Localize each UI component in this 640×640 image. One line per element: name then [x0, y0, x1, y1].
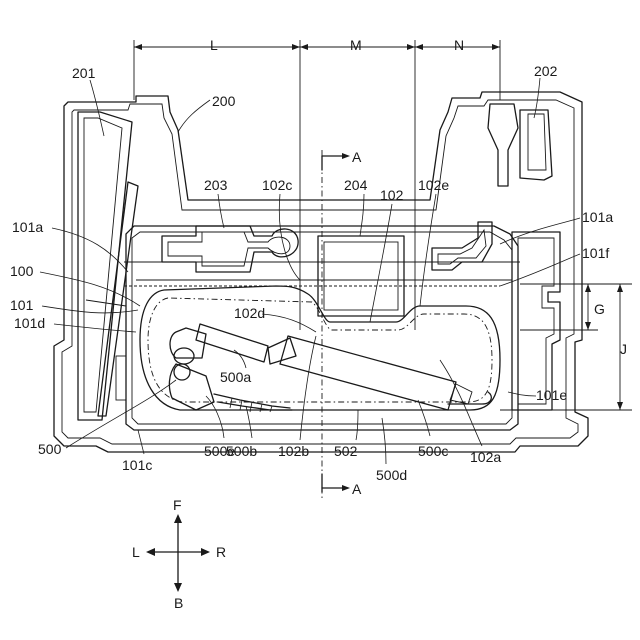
part-201 [78, 112, 138, 420]
label-compass-left: L [132, 544, 140, 560]
recess-203 [162, 226, 298, 272]
label-102c: 102c [262, 177, 292, 193]
label-101c: 101c [122, 457, 152, 473]
label-101a-left: 101a [12, 219, 43, 235]
label-102b: 102b [278, 443, 309, 459]
direction-compass [146, 514, 210, 592]
label-compass-back: B [174, 595, 183, 611]
label-101: 101 [10, 297, 34, 313]
label-502: 502 [334, 443, 358, 459]
compressor-500 [169, 324, 491, 412]
label-section-a-bottom: A [352, 481, 362, 497]
part-202 [488, 104, 560, 410]
label-compass-right: R [216, 544, 226, 560]
label-204: 204 [344, 177, 368, 193]
label-102a: 102a [470, 449, 501, 465]
label-102d: 102d [234, 305, 265, 321]
label-101e: 101e [536, 387, 567, 403]
label-compass-front: F [173, 497, 182, 513]
label-102e: 102e [418, 177, 449, 193]
label-100: 100 [10, 263, 34, 279]
label-102: 102 [380, 187, 404, 203]
label-500c: 500c [418, 443, 448, 459]
label-dim-j: J [620, 341, 627, 357]
reference-labels: L M N 201 200 202 A 203 102c 204 102 102… [10, 37, 627, 611]
holder-102 [140, 286, 500, 410]
label-500b: 500b [226, 443, 257, 459]
label-202: 202 [534, 63, 558, 79]
label-101a-right: 101a [582, 209, 613, 225]
recess-204 [318, 236, 404, 316]
label-201: 201 [72, 65, 96, 81]
tray-200 [54, 92, 588, 452]
label-101f: 101f [582, 245, 609, 261]
label-dim-l: L [210, 37, 218, 53]
recess-right [432, 222, 492, 270]
label-200: 200 [212, 93, 236, 109]
label-dim-m: M [350, 37, 362, 53]
label-500d: 500d [376, 467, 407, 483]
label-101d: 101d [14, 315, 45, 331]
label-dim-g: G [594, 301, 605, 317]
label-203: 203 [204, 177, 228, 193]
label-500: 500 [38, 441, 62, 457]
label-dim-n: N [454, 37, 464, 53]
label-500a: 500a [220, 369, 251, 385]
label-section-a-top: A [352, 149, 362, 165]
